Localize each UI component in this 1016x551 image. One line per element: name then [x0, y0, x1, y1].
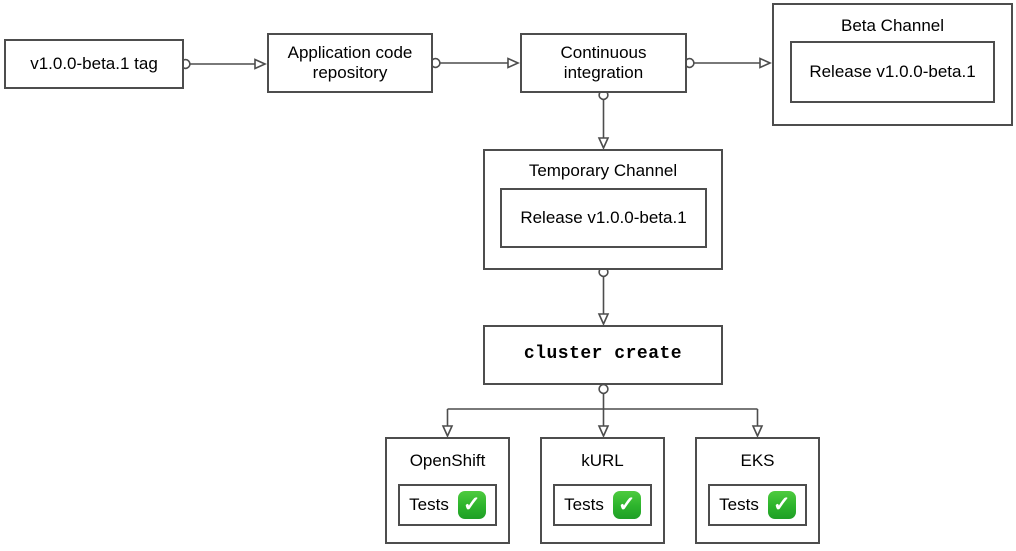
openshift-title: OpenShift	[409, 451, 486, 470]
arrow-tag-to-repo	[180, 58, 267, 70]
white-check-mark-icon	[457, 491, 486, 519]
node-eks-tests: Tests	[708, 484, 807, 526]
arrow-repo-to-ci	[430, 57, 520, 69]
tests-label: Tests	[409, 494, 449, 514]
temporary-channel-title: Temporary Channel	[528, 161, 678, 180]
node-kurl-tests: Tests	[553, 484, 652, 526]
kurl-title: kURL	[581, 451, 624, 470]
node-application-code-repository: Application code repository	[267, 33, 433, 93]
arrow-temporary-channel-to-cluster-create	[597, 266, 610, 326]
arrow-cluster-create-to-clusters	[441, 383, 764, 438]
tests-label: Tests	[719, 494, 759, 514]
white-check-mark-icon	[767, 491, 796, 519]
tests-label: Tests	[564, 494, 604, 514]
white-check-mark-icon	[612, 491, 641, 519]
arrow-ci-to-temporary-channel	[597, 89, 610, 150]
node-version-tag: v1.0.0-beta.1 tag	[4, 39, 184, 89]
node-continuous-integration: Continuous integration	[520, 33, 687, 93]
eks-title: EKS	[740, 451, 775, 470]
arrow-ci-to-beta-channel	[684, 57, 772, 69]
beta-channel-title: Beta Channel	[840, 16, 945, 35]
node-beta-release: Release v1.0.0-beta.1	[790, 41, 995, 103]
node-openshift-tests: Tests	[398, 484, 497, 526]
node-cluster-create: cluster create	[483, 325, 723, 385]
node-temporary-release: Release v1.0.0-beta.1	[500, 188, 707, 248]
